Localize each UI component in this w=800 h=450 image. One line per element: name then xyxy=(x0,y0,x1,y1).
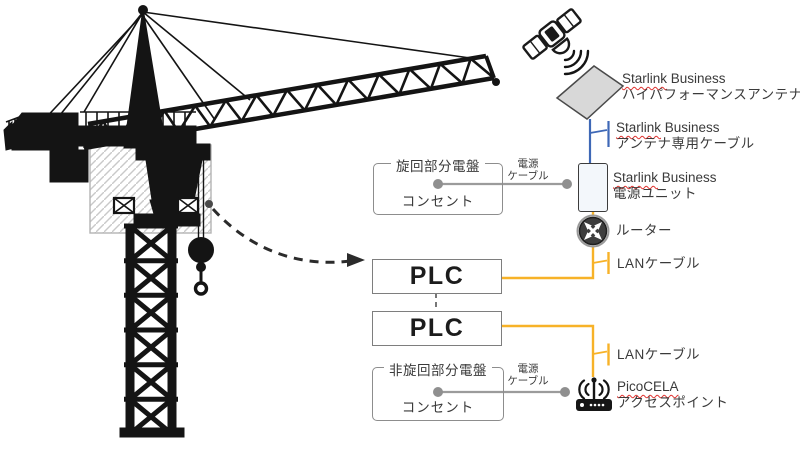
antenna-cable-line xyxy=(588,119,610,163)
satellite-icon xyxy=(522,8,590,76)
lan-cable-lines xyxy=(501,210,610,377)
plc-1-label: PLC xyxy=(409,262,465,290)
starlink-power-unit-box xyxy=(578,163,608,212)
router-icon xyxy=(576,214,610,248)
signal-waves-icon xyxy=(563,49,590,76)
plc-2-label: PLC xyxy=(409,314,465,342)
wifi-access-point-icon xyxy=(576,377,612,411)
non-rotating-panel-box: 非旋回部分電盤 コンセント xyxy=(372,359,504,421)
antenna-cable-label: Starlink Business アンテナ専用ケーブル xyxy=(616,120,755,151)
dashed-pointer-arrow xyxy=(205,200,365,267)
starlink-antenna-icon xyxy=(555,65,625,120)
rotating-panel-outlet-label: コンセント xyxy=(401,194,475,209)
power-unit-label: Starlink Business 電源ユニット xyxy=(613,170,717,201)
power-cable-label-2: 電源 ケーブル xyxy=(507,363,549,387)
plc-box-1: PLC xyxy=(372,259,502,294)
crane-hook xyxy=(188,160,214,296)
non-rotating-panel-outlet-label: コンセント xyxy=(401,400,475,415)
router-label: ルーター xyxy=(616,223,672,238)
rotating-panel-title: 旋回部分電盤 xyxy=(391,155,485,175)
access-point-label: PicoCELA アクセスポイント xyxy=(617,379,729,410)
lan-cable-1-label: LANケーブル xyxy=(617,256,700,271)
lan-cable-2-label: LANケーブル xyxy=(617,347,700,362)
power-cable-label-1: 電源 ケーブル xyxy=(507,158,549,182)
antenna-label: Starlink Business ハイパフォーマンスアンテナ xyxy=(622,71,800,102)
tower-crane-icon xyxy=(3,5,500,438)
rotating-panel-box: 旋回部分電盤 コンセント xyxy=(373,155,503,215)
plc-box-2: PLC xyxy=(372,311,502,346)
non-rotating-panel-title: 非旋回部分電盤 xyxy=(384,359,492,379)
